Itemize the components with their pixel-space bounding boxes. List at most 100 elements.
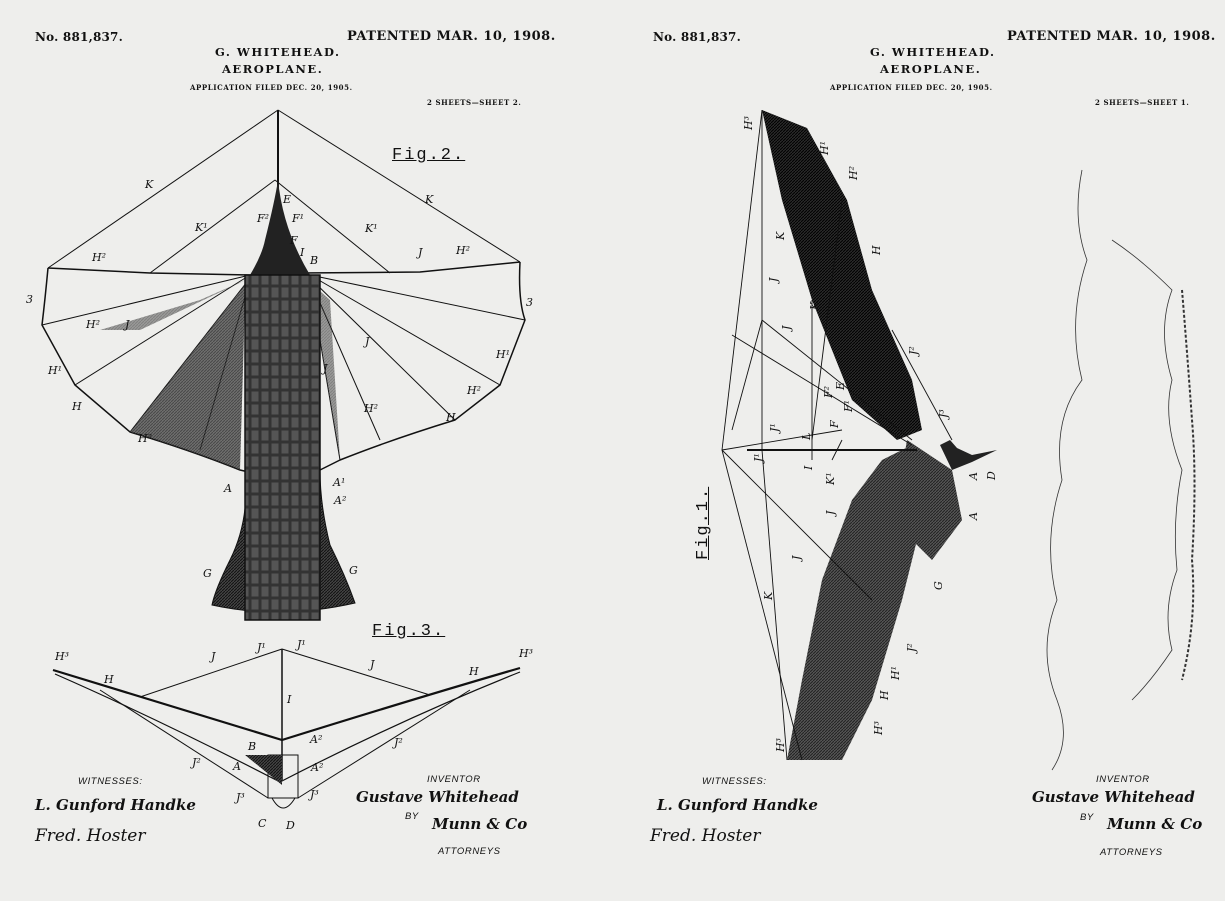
svg-text:K¹: K¹ (194, 221, 208, 234)
svg-text:E: E (282, 193, 291, 206)
svg-text:J: J (368, 658, 375, 671)
attorneys-label: ATTORNEYS (1100, 847, 1163, 858)
svg-text:H²: H² (137, 432, 152, 445)
svg-text:K: K (774, 231, 787, 241)
svg-text:3: 3 (26, 293, 33, 306)
inventor-signature: Gustave Whitehead (356, 788, 519, 806)
svg-text:J: J (790, 555, 803, 562)
svg-text:J¹: J¹ (752, 453, 765, 464)
patent-number: No. 881,837. (35, 30, 123, 44)
svg-text:B: B (247, 740, 256, 753)
svg-text:H: H (103, 673, 114, 686)
svg-text:J³: J³ (308, 788, 319, 801)
svg-text:J¹: J¹ (255, 641, 266, 654)
svg-text:J: J (209, 650, 216, 663)
patent-date: PATENTED MAR. 10, 1908. (347, 29, 556, 44)
attorney-signature: Munn & Co (1107, 815, 1203, 833)
svg-text:J¹: J¹ (768, 423, 781, 434)
svg-text:G: G (203, 567, 212, 580)
by-label: BY (1080, 812, 1094, 823)
svg-text:H: H (71, 400, 82, 413)
patent-sheet-1: No. 881,837. PATENTED MAR. 10, 1908. G. … (612, 0, 1225, 901)
svg-text:B: B (309, 254, 318, 267)
svg-text:H¹: H¹ (47, 364, 62, 377)
svg-text:J: J (416, 246, 423, 259)
svg-text:L: L (800, 433, 813, 441)
patent-title: AEROPLANE. (880, 62, 982, 76)
svg-text:J²: J² (905, 643, 918, 654)
svg-text:K: K (762, 591, 775, 601)
figure-3-label: Fig.3. (372, 622, 446, 641)
svg-text:H¹: H¹ (818, 141, 831, 156)
witness-2-signature: Fred. Hoster (35, 826, 146, 846)
svg-text:E: E (834, 382, 847, 391)
svg-text:F¹: F¹ (291, 212, 304, 225)
svg-text:J²: J² (392, 736, 403, 749)
svg-text:J³: J³ (234, 791, 245, 804)
svg-text:H²: H² (85, 318, 100, 331)
figure-1-drawing: H³ H¹ H² H K J K J J² E F² F¹ J³ J¹ L F … (721, 109, 1196, 771)
svg-text:A: A (967, 512, 980, 521)
patent-sheet-2: No. 881,837. PATENTED MAR. 10, 1908. G. … (0, 0, 612, 901)
svg-text:J²: J² (190, 756, 201, 769)
svg-text:H²: H² (363, 402, 378, 415)
witnesses-label: WITNESSES: (78, 776, 143, 787)
svg-text:H²: H² (466, 384, 481, 397)
svg-text:K¹: K¹ (364, 222, 378, 235)
svg-text:I: I (299, 246, 305, 259)
svg-text:H³: H³ (774, 738, 787, 753)
svg-text:J¹: J¹ (295, 638, 306, 651)
svg-text:F: F (289, 234, 298, 247)
landscape-sketch (1046, 169, 1196, 771)
svg-text:H³: H³ (872, 721, 885, 736)
svg-text:H¹: H¹ (495, 348, 510, 361)
svg-text:A²: A² (310, 761, 323, 774)
svg-text:H³: H³ (742, 116, 755, 131)
patent-title: AEROPLANE. (222, 62, 324, 76)
patent-number: No. 881,837. (653, 30, 741, 44)
svg-text:3: 3 (526, 296, 533, 309)
svg-text:J: J (824, 510, 837, 517)
witness-1-signature: L. Gunford Handke (657, 796, 818, 814)
svg-text:G: G (349, 564, 358, 577)
svg-text:F²: F² (256, 212, 269, 225)
inventor-heading: G. WHITEHEAD. (215, 45, 341, 59)
svg-text:K: K (808, 301, 821, 311)
svg-text:H: H (445, 411, 456, 424)
svg-text:F²: F² (822, 386, 835, 399)
witnesses-label: WITNESSES: (702, 776, 767, 787)
svg-text:A²: A² (333, 494, 346, 507)
svg-text:K: K (424, 193, 434, 206)
inventor-heading: G. WHITEHEAD. (870, 45, 996, 59)
svg-text:J: J (767, 277, 780, 284)
svg-text:H³: H³ (518, 647, 533, 660)
witness-1-signature: L. Gunford Handke (35, 796, 196, 814)
svg-text:J: J (780, 325, 793, 332)
svg-text:J²: J² (907, 346, 920, 357)
attorneys-label: ATTORNEYS (438, 846, 501, 857)
svg-text:A¹: A¹ (332, 476, 345, 489)
svg-text:A: A (967, 472, 980, 481)
by-label: BY (405, 811, 419, 822)
svg-text:H²: H² (847, 166, 860, 181)
svg-text:H²: H² (91, 251, 106, 264)
svg-text:I: I (286, 693, 292, 706)
application-filed: APPLICATION FILED DEC. 20, 1905. (830, 83, 993, 92)
svg-text:H³: H³ (54, 650, 69, 663)
sheet-info: 2 SHEETS—SHEET 2. (427, 98, 522, 107)
figure-2-label: Fig.2. (392, 146, 466, 165)
svg-text:D: D (985, 471, 998, 481)
svg-text:F¹: F¹ (842, 400, 855, 413)
patent-date: PATENTED MAR. 10, 1908. (1007, 29, 1216, 44)
svg-text:G: G (932, 581, 945, 590)
application-filed: APPLICATION FILED DEC. 20, 1905. (190, 83, 353, 92)
inventor-signature: Gustave Whitehead (1032, 788, 1195, 806)
svg-text:H¹: H¹ (889, 666, 902, 681)
svg-text:J: J (321, 362, 328, 375)
inventor-label: INVENTOR (427, 774, 481, 785)
svg-text:J³: J³ (937, 409, 950, 420)
svg-text:C: C (258, 817, 267, 830)
svg-text:I: I (802, 465, 815, 471)
svg-text:A²: A² (309, 733, 322, 746)
